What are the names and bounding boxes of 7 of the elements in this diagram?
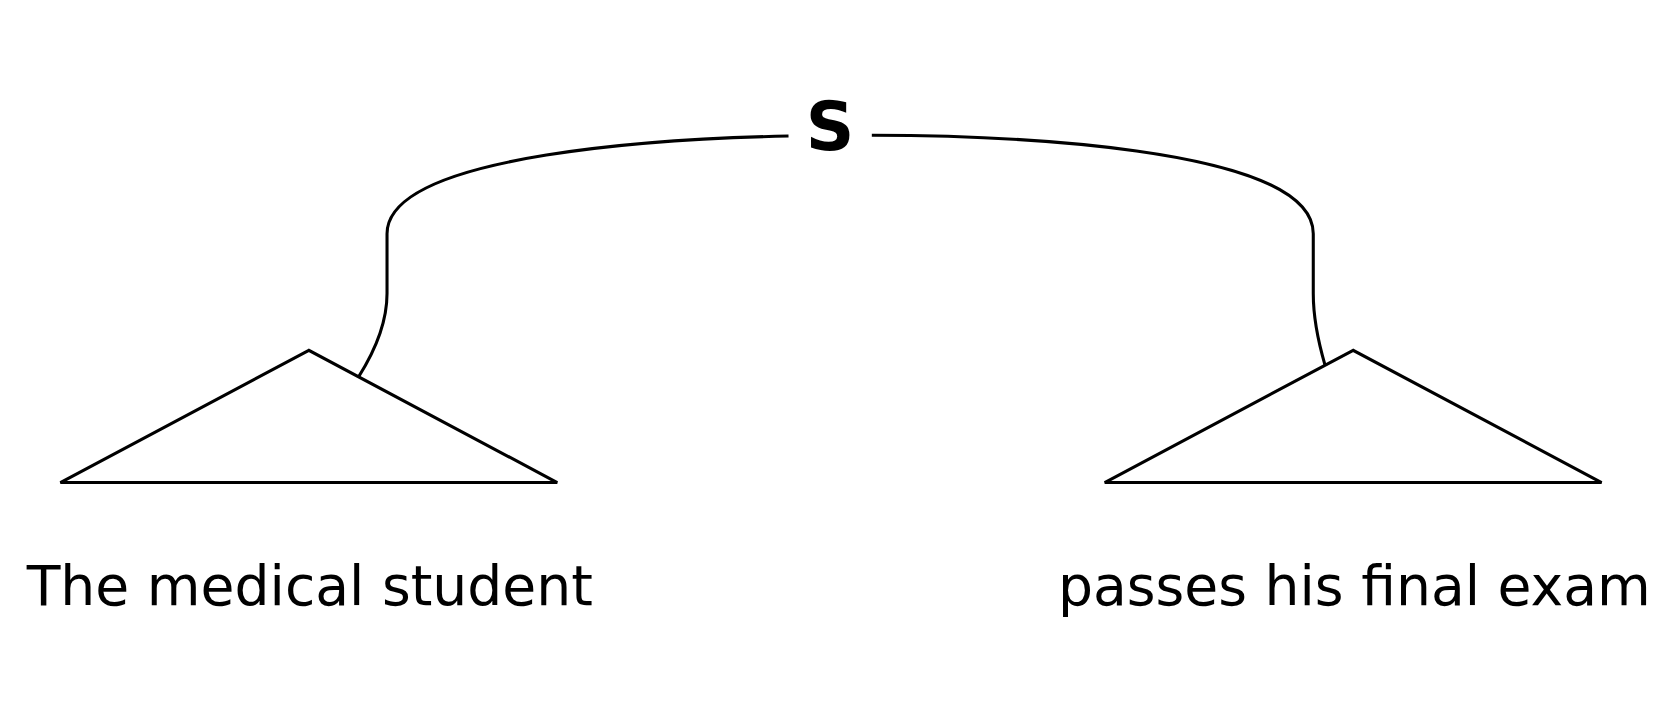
- node-text: S: [805, 86, 855, 166]
- connector: [871, 133, 1327, 365]
- connector: [357, 134, 789, 377]
- node-triangle: [1103, 348, 1604, 484]
- node-triangle: [58, 348, 559, 484]
- node-label: passes his final exam: [1057, 553, 1651, 618]
- node-label: The medical student: [26, 553, 593, 618]
